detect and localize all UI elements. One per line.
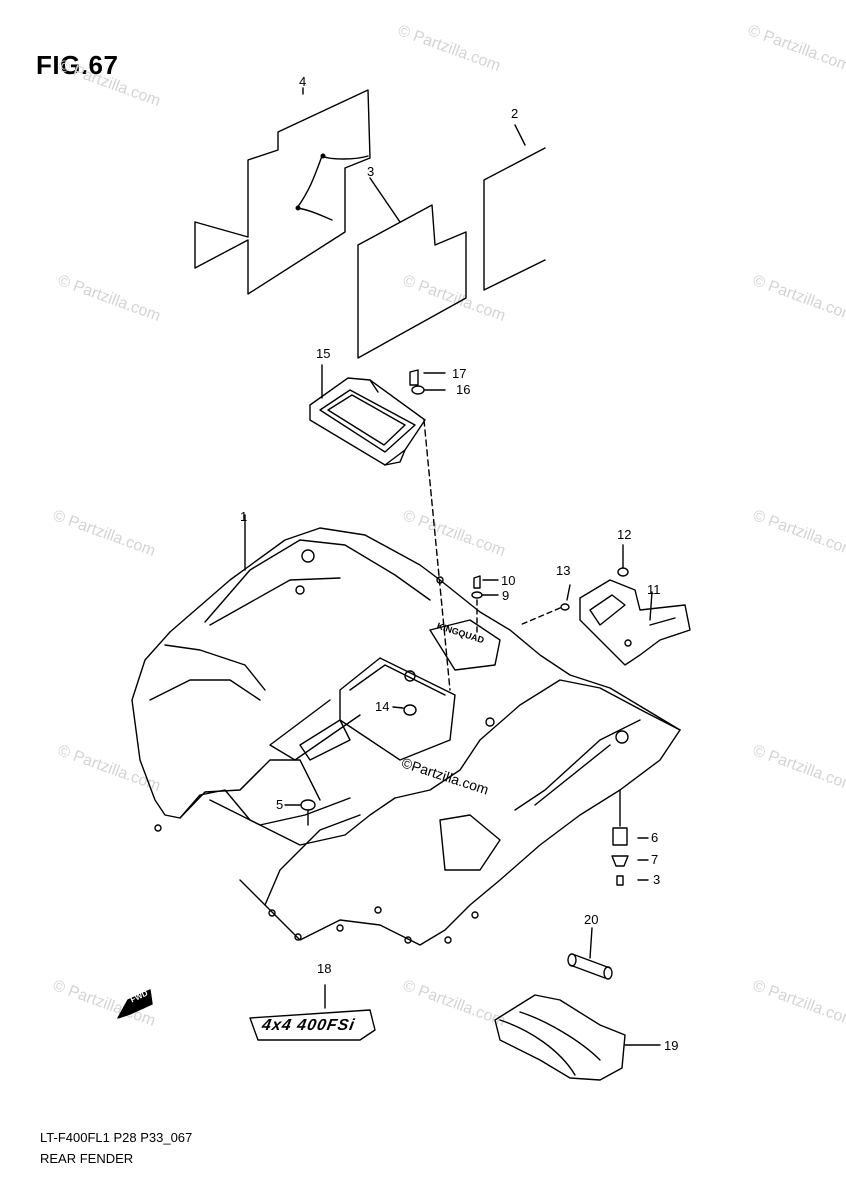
section-name: REAR FENDER [40, 1151, 134, 1166]
callout-4: 4 [299, 74, 307, 89]
callout-13: 13 [556, 563, 571, 578]
model-code: LT-F400FL1 P28 P33_067 [40, 1130, 193, 1145]
fwd-arrow-icon [117, 989, 153, 1019]
part-6-7-3-stack [611, 789, 649, 886]
callout-17: 17 [452, 366, 467, 381]
callout-12: 12 [617, 527, 632, 542]
part-4-mat [194, 87, 371, 295]
part-5-bolt [284, 799, 316, 826]
part-18-emblem [249, 984, 376, 1041]
callout-6: 6 [651, 830, 659, 845]
part-12-13-fastener [519, 544, 629, 626]
part-9-10-bolt [471, 575, 499, 637]
callout-11: 11 [647, 582, 661, 597]
callout-3: 3 [367, 164, 375, 179]
part-20-pipe [567, 927, 613, 980]
callout-10: 10 [501, 573, 516, 588]
callout-20: 20 [584, 912, 599, 927]
part-19-cover [494, 994, 661, 1081]
figure-title: FIG.67 [36, 50, 119, 80]
part-11-bracket [579, 579, 691, 666]
part-3-mat [357, 177, 467, 359]
part-15-tray [309, 364, 426, 466]
part-2-plate [483, 124, 546, 291]
callout-15: 15 [316, 346, 331, 361]
callout-16: 16 [456, 382, 471, 397]
emblem-text: 4x4 400FSi [260, 1017, 357, 1034]
callout-9: 9 [502, 588, 510, 603]
callout-2: 2 [511, 106, 519, 121]
callout-18: 18 [317, 961, 332, 976]
callout-7: 7 [651, 852, 659, 867]
part-1-rear-fender [131, 514, 681, 946]
callout-1: 1 [240, 509, 248, 524]
callout-14: 14 [375, 699, 390, 714]
part-16-17-bolt [409, 369, 451, 691]
callout-19: 19 [664, 1038, 679, 1053]
callout-5: 5 [276, 797, 284, 812]
part-14-clip [392, 704, 417, 716]
callout-3b: 3 [653, 872, 661, 887]
